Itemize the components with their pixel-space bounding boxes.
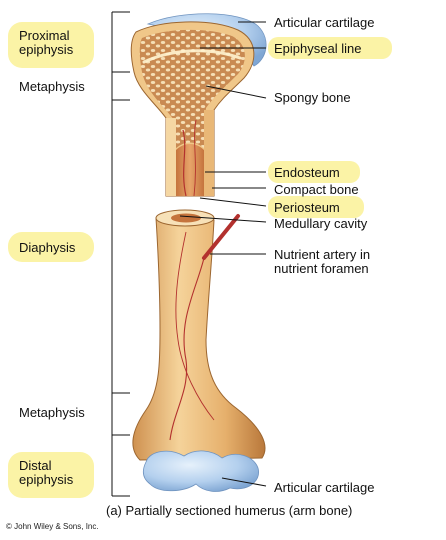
articular-cartilage-bottom xyxy=(142,450,259,492)
label-diaphysis: Diaphysis xyxy=(19,240,76,255)
label-endosteum: Endosteum xyxy=(274,165,340,180)
highlight-proximal-epiphysis xyxy=(8,22,94,68)
label-articular-cartilage-bottom: Articular cartilage xyxy=(274,480,375,495)
artery-upper xyxy=(182,129,187,197)
highlight-diaphysis xyxy=(8,232,94,262)
label-nutrient-artery-line1: Nutrient artery in xyxy=(274,247,371,262)
leader-spongy-bone xyxy=(205,85,267,99)
highlight-endosteum xyxy=(268,161,360,183)
compact-bone-right-upper xyxy=(204,110,214,196)
leader-articular-cartilage-bottom xyxy=(221,477,267,487)
epiphyseal-line-mark xyxy=(142,49,242,64)
artery-shaft-2 xyxy=(175,231,215,421)
label-spongy-bone: Spongy bone xyxy=(274,90,351,105)
label-compact-bone: Compact bone xyxy=(274,182,359,197)
shaft xyxy=(132,213,266,461)
label-proximal-epiphysis-line1: Proximal xyxy=(19,28,70,43)
medullary-cavity-upper xyxy=(176,144,204,196)
label-articular-cartilage-top: Articular cartilage xyxy=(274,15,375,30)
highlight-epiphyseal-line xyxy=(268,37,392,59)
label-metaphysis-top: Metaphysis xyxy=(19,79,85,94)
artery-upper-2 xyxy=(193,119,197,197)
label-medullary-cavity: Medullary cavity xyxy=(274,216,368,231)
label-nutrient-artery-line2: nutrient foramen xyxy=(274,261,369,276)
label-epiphyseal-line: Epiphyseal line xyxy=(274,41,362,56)
label-metaphysis-bottom: Metaphysis xyxy=(19,405,85,420)
figure-caption: (a) Partially sectioned humerus (arm bon… xyxy=(106,503,353,518)
leader-periosteum xyxy=(199,197,267,207)
highlight-distal-epiphysis xyxy=(8,452,94,498)
copyright-notice: © John Wiley & Sons, Inc. xyxy=(6,522,99,531)
label-periosteum: Periosteum xyxy=(274,200,340,215)
label-distal-epiphysis-line2: epiphysis xyxy=(19,472,74,487)
highlight-periosteum xyxy=(268,196,364,218)
nutrient-artery xyxy=(202,214,240,260)
label-distal-epiphysis-line1: Distal xyxy=(19,458,52,473)
artery-shaft-1 xyxy=(169,257,205,441)
leader-medullary-cavity xyxy=(179,215,267,223)
spongy-bone xyxy=(139,29,245,150)
label-proximal-epiphysis-line2: epiphysis xyxy=(19,42,74,57)
shaft-cut-cavity xyxy=(171,213,201,223)
compact-bone-left-upper xyxy=(166,118,176,196)
